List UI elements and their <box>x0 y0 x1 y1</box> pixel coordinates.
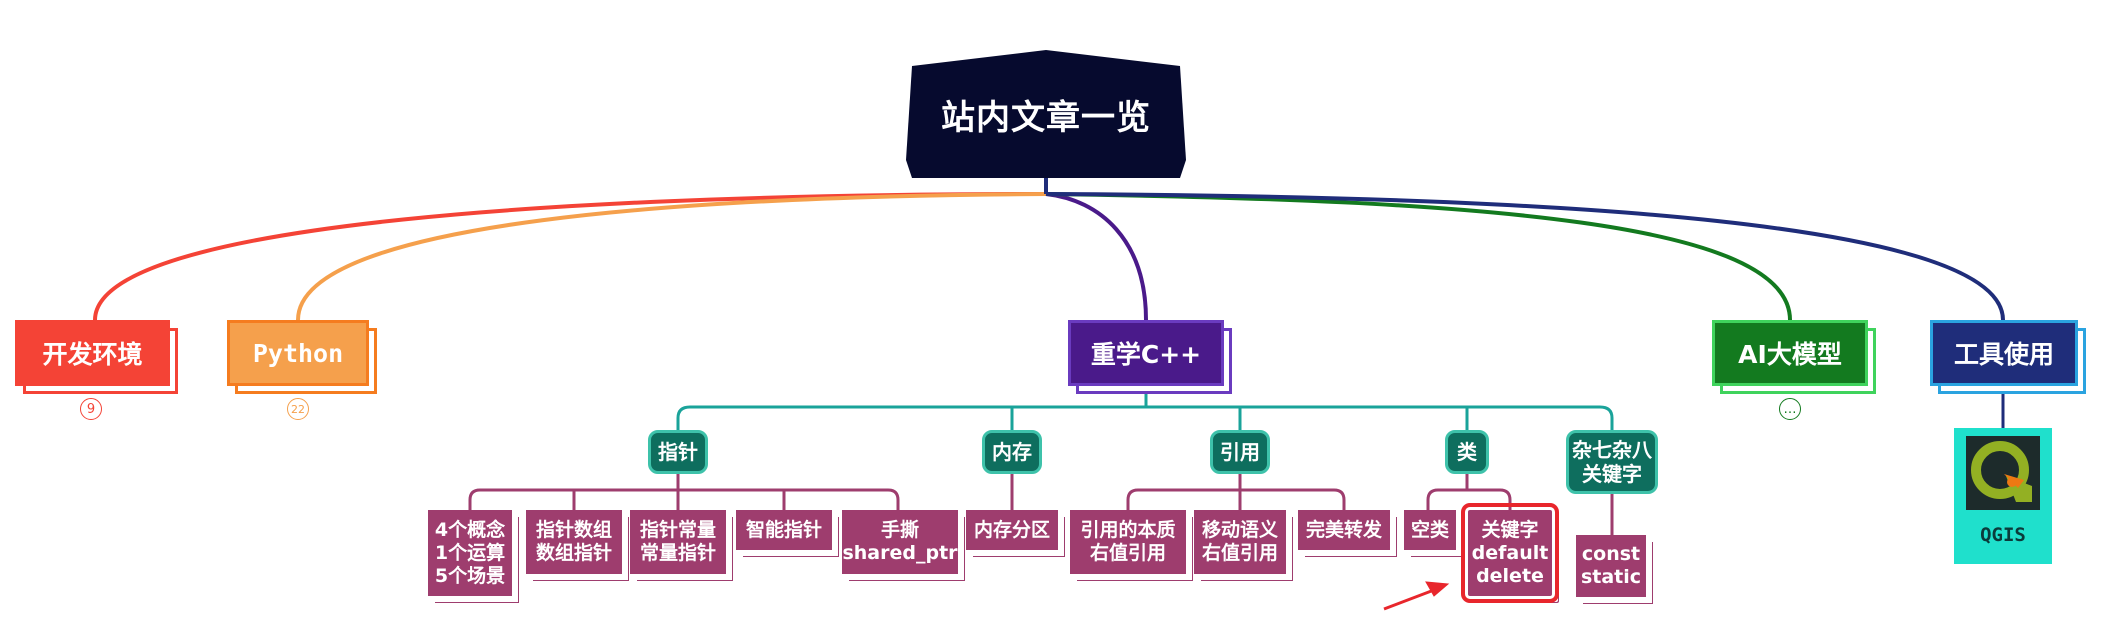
topic-devenv[interactable]: 开发环境 <box>15 320 178 394</box>
topic-ai[interactable]: AI大模型 <box>1712 320 1876 394</box>
topic-cpp[interactable]: 重学C++ <box>1068 320 1232 394</box>
leaf-pointer-array[interactable]: 指针数组 数组指针 <box>526 510 622 574</box>
qgis-logo-icon <box>1966 436 2040 510</box>
leaf-smart-pointer[interactable]: 智能指针 <box>736 510 832 550</box>
topic-python[interactable]: Python <box>227 320 377 394</box>
topic-python-count-badge[interactable]: 22 <box>287 398 309 420</box>
root-topic[interactable]: 站内文章一览 <box>906 50 1186 178</box>
leaf-memory-partition[interactable]: 内存分区 <box>966 510 1058 550</box>
topic-tools[interactable]: 工具使用 <box>1930 320 2086 394</box>
leaf-reference-essence[interactable]: 引用的本质 右值引用 <box>1070 510 1186 574</box>
leaf-perfect-forwarding[interactable]: 完美转发 <box>1298 510 1390 550</box>
subtopic-pointer[interactable]: 指针 <box>648 430 708 474</box>
subtopic-misc-keywords[interactable]: 杂七杂八 关键字 <box>1566 430 1658 494</box>
leaf-pointer-concepts[interactable]: 4个概念 1个运算 5个场景 <box>428 510 512 596</box>
link-root-devenv <box>93 192 1047 321</box>
root-shape <box>906 50 1186 178</box>
topic-python-label: Python <box>227 320 369 386</box>
leaf-pointer-const[interactable]: 指针常量 常量指针 <box>630 510 726 574</box>
leaf-default-delete-keywords[interactable]: 关键字 default delete <box>1461 503 1559 603</box>
leaf-move-semantics[interactable]: 移动语义 右值引用 <box>1194 510 1286 574</box>
qgis-label: QGIS <box>1980 524 2026 546</box>
leaf-empty-class[interactable]: 空类 <box>1404 510 1456 550</box>
topic-ai-label: AI大模型 <box>1712 320 1868 386</box>
topic-cpp-label: 重学C++ <box>1068 320 1224 386</box>
link-root-tools <box>1045 192 2005 321</box>
link-root-python <box>296 192 1047 321</box>
subtopic-class[interactable]: 类 <box>1445 430 1489 474</box>
tools-qgis-card[interactable]: QGIS <box>1954 428 2052 564</box>
topic-devenv-label: 开发环境 <box>15 320 170 386</box>
root-title: 站内文章一览 <box>941 97 1151 138</box>
leaf-shared-ptr[interactable]: 手撕 shared_ptr <box>842 510 958 574</box>
link-root-ai <box>1045 192 1792 321</box>
link-root-cpp <box>1045 192 1148 321</box>
leaf-const-static[interactable]: const static <box>1576 535 1646 597</box>
topic-tools-label: 工具使用 <box>1930 320 2078 386</box>
arrow-annotation <box>1383 581 1450 611</box>
topic-devenv-count-badge[interactable]: 9 <box>80 398 102 420</box>
subtopic-reference[interactable]: 引用 <box>1210 430 1270 474</box>
topic-ai-collapsed-badge[interactable]: … <box>1779 398 1801 420</box>
subtopic-memory[interactable]: 内存 <box>982 430 1042 474</box>
